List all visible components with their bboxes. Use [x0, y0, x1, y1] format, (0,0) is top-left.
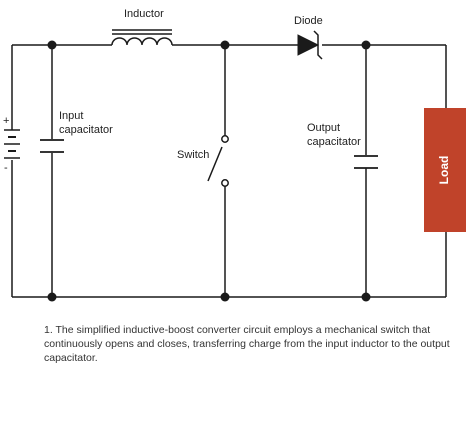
- diode-label: Diode: [294, 15, 323, 27]
- inductor-icon: [111, 29, 173, 46]
- battery-plus-label: +: [3, 115, 9, 127]
- junction-dot: [47, 292, 57, 302]
- output-capacitor-label-line2: capacitator: [307, 136, 361, 148]
- diode-icon: [297, 30, 323, 60]
- output-capacitor-icon: [354, 155, 378, 169]
- battery-icon: [4, 129, 20, 159]
- switch-icon: [207, 135, 229, 187]
- input-capacitor-label-line2: capacitator: [59, 124, 113, 136]
- junction-dots: [47, 40, 371, 302]
- output-capacitor-label-line1: Output: [307, 122, 340, 134]
- load-label: Load: [437, 156, 451, 185]
- input-capacitor-icon: [40, 139, 64, 153]
- junction-dot: [361, 40, 371, 50]
- junction-dot: [361, 292, 371, 302]
- junction-dot: [220, 292, 230, 302]
- load-block: [424, 108, 466, 232]
- junction-dot: [220, 40, 230, 50]
- inductor-label: Inductor: [124, 8, 164, 20]
- junction-dot: [47, 40, 57, 50]
- figure-caption: 1. The simplified inductive-boost conver…: [44, 324, 450, 364]
- switch-label: Switch: [177, 149, 209, 161]
- input-capacitor-label-line1: Input: [59, 110, 83, 122]
- battery-minus-label: -: [4, 162, 8, 174]
